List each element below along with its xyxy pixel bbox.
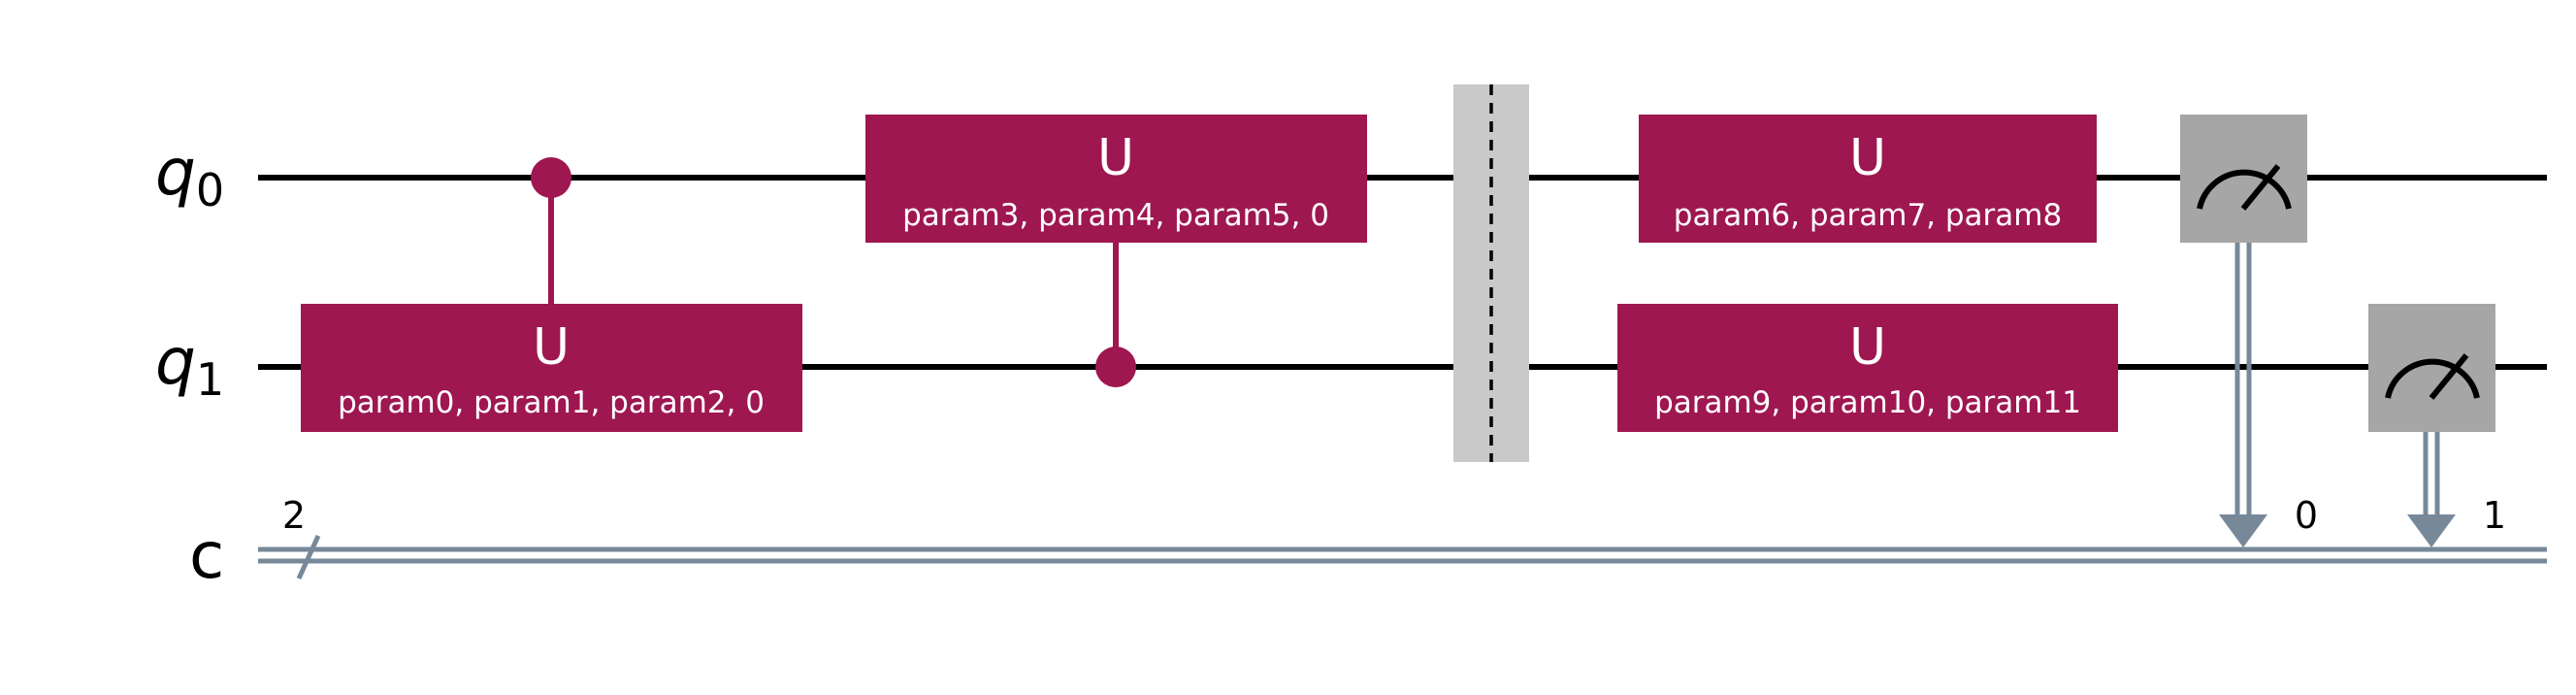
measure-q1[interactable] — [2368, 304, 2495, 547]
meter-needle — [2240, 164, 2281, 211]
measure-q0[interactable] — [2180, 115, 2307, 547]
gate-title: U — [533, 318, 570, 377]
register-width-label: 2 — [282, 494, 306, 537]
gate-params: param6, param7, param8 — [1674, 198, 2062, 233]
gate-box — [1639, 115, 2097, 243]
control-dot — [1095, 347, 1136, 387]
classical-wire — [258, 546, 2547, 564]
control-dot — [531, 157, 571, 198]
measure-arrow — [2407, 514, 2456, 547]
clbit-label-0: 0 — [2295, 494, 2318, 537]
measure-box — [2368, 304, 2495, 432]
measure-box — [2180, 115, 2307, 243]
register-width-slash — [296, 534, 321, 580]
gate-params: param0, param1, param2, 0 — [338, 385, 765, 420]
classical-register-label: c — [189, 518, 224, 593]
u-gate-3[interactable]: U param6, param7, param8 — [1639, 115, 2097, 243]
controlled-u-gate-1[interactable]: U param0, param1, param2, 0 — [301, 157, 802, 432]
gate-params: param9, param10, param11 — [1654, 385, 2081, 420]
qubit-label-q0: q0 — [155, 135, 224, 216]
gate-box — [301, 304, 802, 432]
gate-title: U — [1849, 129, 1886, 187]
u-gate-4[interactable]: U param9, param10, param11 — [1617, 304, 2118, 432]
meter-needle — [2429, 353, 2469, 400]
gate-params: param3, param4, param5, 0 — [902, 198, 1329, 233]
gate-title: U — [1849, 318, 1886, 377]
meter-icon — [2197, 169, 2292, 210]
barrier[interactable] — [1453, 84, 1529, 462]
clbit-label-1: 1 — [2483, 494, 2506, 537]
gate-box — [1617, 304, 2118, 432]
qubit-label-q1: q1 — [155, 324, 224, 406]
gate-title: U — [1097, 129, 1134, 187]
gate-box — [865, 115, 1367, 243]
meter-icon — [2385, 358, 2480, 399]
controlled-u-gate-2[interactable]: U param3, param4, param5, 0 — [865, 115, 1367, 387]
measure-arrow — [2219, 514, 2267, 547]
